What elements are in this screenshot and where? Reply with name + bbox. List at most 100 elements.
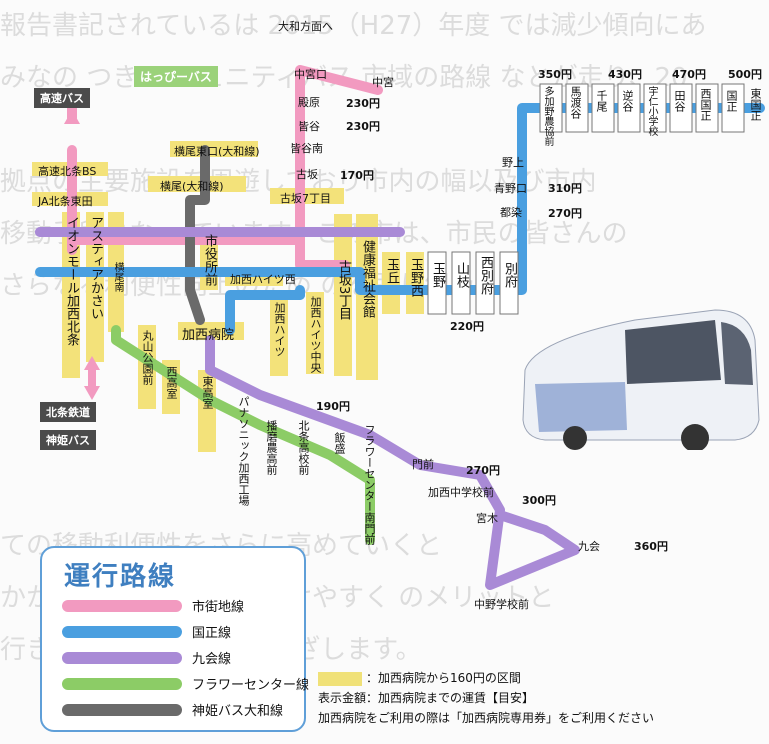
legend-swatch-shinki [62,704,182,716]
happy-bus-label: はっぴーバス [134,66,218,87]
stop-nishi-kunimasa: 西国正 [699,88,712,121]
legend-label-shinki: 神姫バス大和線 [192,704,284,719]
zone-kenko [356,214,378,380]
stop-higashi-kunimasa: 東国正 [749,88,762,121]
legend-swatch-shigaichi [62,600,182,612]
legend-title: 運行路線 [64,562,177,592]
bus-illustration [522,309,760,450]
stop-miyaki: 宮木 [476,512,498,525]
legend-swatch-kukai [62,652,182,664]
stop-kasaiheights: 加西ハイツ [273,302,286,357]
stop-furusaka3: 古坂3丁目 [336,260,351,321]
stop-nakamiya: 中宮 [372,76,394,89]
stop-nakamiya-guchi: 中宮口 [294,68,327,81]
stop-hiedani-minami: 皆谷南 [290,142,323,155]
stop-iinomiya: 飯盛 [333,432,346,454]
stop-tsuya: 逆谷 [621,90,634,112]
stop-kadomae: 門前 [412,458,434,471]
stop-tamaoka: 玉丘 [384,258,399,284]
stop-ja: JA北条東田 [38,195,93,208]
shinki-bus-label: 神姫バス [40,430,96,450]
legend-label-shigaichi: 市街地線 [192,600,245,615]
stop-kasaiheights-nishi: 加西ハイツ西 [230,273,296,286]
legend-box: 運行路線 市街地線 国正線 九会線 フラワーセンター線 神姫バス大和線 [40,546,310,732]
stop-tamanoshita: 玉野西 [408,258,423,297]
stop-yokoominami: 横尾南 [112,262,123,292]
route-flower [111,325,375,545]
legend-label-kukai: 九会線 [192,652,232,667]
fare-hiedani: 230円 [346,120,380,133]
zone-astia [86,212,104,362]
fare-iinomiya: 190円 [316,400,350,413]
stop-maruyama: 丸山公園前 [141,330,154,385]
stop-nishi-kouzai: 西高室 [165,366,178,399]
stop-nishibeppu: 西別府 [478,256,493,295]
stop-astia: アスティアかさい [88,216,103,320]
stop-hiedani: 皆谷 [298,120,320,133]
highway-bus-label: 高速バス [34,88,90,108]
legend-label-flower: フラワーセンター線 [192,678,310,693]
legend-swatch-kunimasa [62,626,182,638]
fare-kukai: 360円 [634,540,668,553]
zone-furusaka7 [270,188,344,204]
stop-chio: 千尾 [595,90,608,112]
fare-tonohara: 230円 [346,97,380,110]
stop-kosoku-bs: 高速北条BS [38,165,97,178]
zone-heights [270,298,288,376]
notes: ：加西病院から160円の区間 表示金額：加西病院までの運賃【目安】 加西病院をご… [318,668,654,728]
fare-beppu: 220円 [450,320,484,333]
zone-maruyama [138,325,156,409]
zone-tamaoka [382,252,400,314]
route-shinki-yamato [185,145,210,325]
stop-kukai: 九会 [578,540,600,553]
stop-yamato: 大和方面へ [278,20,333,33]
zone-tamanoshita [406,252,424,314]
stop-yokoo: 横尾(大和線) [160,180,224,193]
hokujo-railway-label: 北条鉄道 [40,402,96,422]
stop-kasai-chugaku: 加西中学校前 [428,486,494,499]
stop-furusaka7: 古坂7丁目 [280,192,331,205]
stop-tanaka: 田谷 [673,90,686,112]
fare-500: 500円 [728,68,762,81]
stop-tonohara: 殿原 [298,96,320,109]
fare-350: 350円 [538,68,572,81]
note-yellow-text: ：加西病院から160円の区間 [366,671,521,685]
stop-tsuku: 都染 [500,206,522,219]
stop-yokoo-higashi: 横尾東口(大和線) [174,145,260,158]
fare-aonoguchi: 310円 [548,182,582,195]
stop-kenko: 健康福祉会館 [360,240,375,318]
stop-higashi-kouzai: 東高室 [201,376,214,409]
stop-tataraneji: 多加野農協前 [542,86,553,146]
fare-470: 470円 [672,68,706,81]
fare-miyaki: 300円 [522,494,556,507]
stop-furusaka: 古坂 [296,168,318,181]
legend-label-kunimasa: 国正線 [192,626,232,641]
stop-hokujo-koko: 北条高校前 [297,420,310,475]
note-fare: 表示金額：加西病院までの運賃【目安】 [318,691,535,705]
stop-panasonic: パナソニック加西工場 [237,396,250,506]
legend-swatch-flower [62,678,182,690]
kunimasa-stop-boxes [427,83,745,315]
stop-uni: 宇仁小学校 [646,86,657,136]
zone-heights-chuo [306,292,324,374]
transfer-arrows [64,110,100,400]
fare-furusaka: 170円 [340,169,374,182]
zone-yokoo [148,176,246,192]
stop-nakano: 中野学校前 [474,598,529,611]
stop-kasaiheights-chuo: 加西ハイツ中央 [309,296,322,373]
note-ticket: 加西病院をご利用の際は「加西病院専用券」をご利用ください [318,711,655,725]
route-kukai [35,227,580,590]
fare-kadomae: 270円 [466,464,500,477]
stop-aeon: イオンモール加西北条 [64,216,79,346]
stop-kunimasa: 国正 [725,90,738,112]
stop-aonoguchi: 青野口 [494,182,527,195]
zone-furusaka3 [334,214,352,376]
stop-flower: フラワーセンター南門前 [363,424,376,545]
fare-430: 430円 [608,68,642,81]
stop-tamano: 玉野 [430,262,445,288]
yellow-zone-swatch [318,671,362,686]
stop-kasai-hospital: 加西病院 [182,328,235,343]
stop-umakusa: 馬渡谷 [569,86,582,119]
stop-shiyakusho: 市役所前 [202,234,217,286]
